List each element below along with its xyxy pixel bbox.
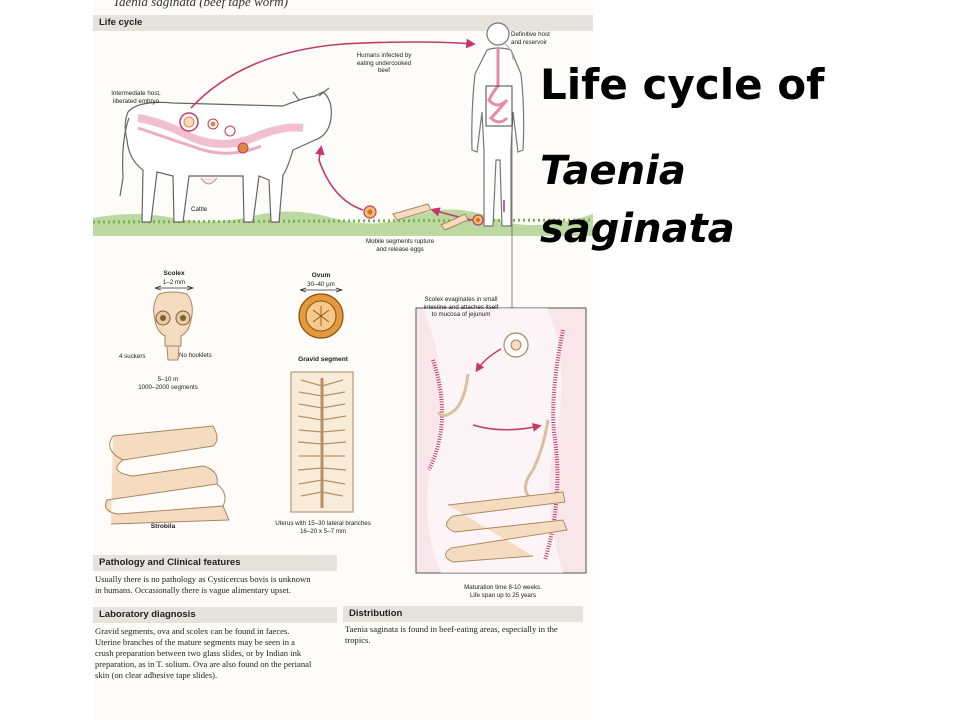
label-strobila: Strobila [150, 523, 176, 530]
lab-diagnosis-text: Gravid segments, ova and scolex can be f… [95, 626, 312, 680]
arrow-cow-to-human [190, 38, 476, 109]
human-digestive-tract [487, 48, 509, 124]
strobila-illustration [105, 425, 230, 525]
slide-title-line-1: Life cycle of [540, 60, 825, 109]
mobile-segments [392, 203, 469, 231]
label-scolex-size: 1–2 mm [162, 279, 186, 286]
cow-illustration [119, 87, 332, 223]
section-lab-diagnosis: Laboratory diagnosis [93, 607, 337, 623]
gravid-segment-illustration [290, 371, 354, 513]
section-distribution: Distribution [343, 606, 583, 622]
label-cattle: Cattle [191, 206, 208, 213]
human-figure [471, 22, 525, 227]
label-ovum: Ovum [311, 272, 331, 279]
label-intermediate-host: Intermediate host,liberated embryo [111, 90, 161, 105]
label-ovum-size: 30–40 µm [307, 281, 335, 288]
eggs-on-ground [363, 205, 484, 226]
page-header: Taenia saginata (beef tape worm) [113, 0, 289, 9]
label-no-hooklets: No hooklets [179, 352, 212, 359]
label-gravid-segment: Gravid segment [298, 356, 348, 363]
pathology-text: Usually there is no pathology as Cystice… [95, 574, 311, 595]
cow-digestive-tract [137, 114, 304, 148]
cysticerci-in-cow [179, 112, 249, 154]
label-suckers: 4 suckers [119, 353, 146, 360]
distribution-text: Taenia saginata is found in beef-eating … [345, 624, 558, 645]
ovum-illustration [298, 287, 344, 339]
textbook-page: Taenia saginata (beef tape worm) Life cy… [93, 0, 593, 720]
arrow-eggs-to-cow [315, 145, 364, 211]
life-cycle-illustration [93, 22, 593, 574]
label-scolex: Scolex [163, 270, 185, 277]
intestine-inset [415, 307, 587, 574]
slide-title-line-3: saginata [540, 206, 735, 252]
section-pathology: Pathology and Clinical features [93, 555, 337, 571]
scolex-illustration [153, 285, 195, 361]
section-life-cycle: Life cycle [93, 15, 593, 31]
grass-ground [93, 209, 593, 236]
label-maturation: Maturation time 8-10 weeks.Life span up … [464, 584, 542, 599]
slide-title-line-2: Taenia [540, 148, 686, 194]
